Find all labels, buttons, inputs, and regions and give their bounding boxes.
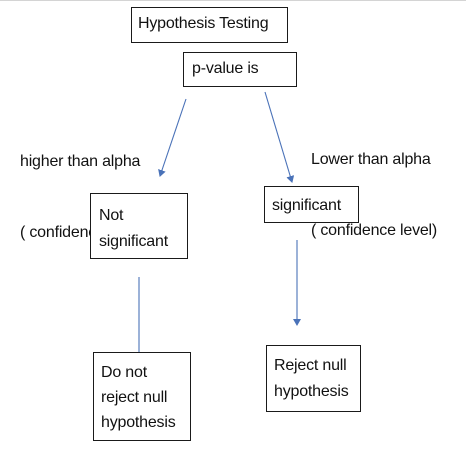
- node-significant-text: significant: [272, 197, 341, 214]
- node-not-significant-line-2: significant: [99, 232, 168, 250]
- node-reject-null-line-2: hypothesis: [274, 382, 349, 400]
- arrow-pvalue-to-significant: [264, 91, 295, 183]
- node-do-not-reject-line-3: hypothesis: [101, 413, 176, 431]
- branch-label-right-line-2: ( confidence level): [311, 222, 438, 240]
- branch-label-right: Lower than alpha ( confidence level): [311, 101, 437, 290]
- node-p-value: p-value is: [183, 52, 297, 87]
- branch-label-right-line-1: Lower than alpha: [311, 151, 431, 169]
- node-significant: significant: [264, 186, 359, 223]
- node-do-not-reject-null: Do not reject null hypothesis: [93, 352, 191, 441]
- node-hypothesis-testing-text: Hypothesis Testing: [138, 15, 269, 32]
- top-divider: [0, 0, 466, 1]
- node-p-value-text: p-value is: [192, 60, 259, 77]
- node-do-not-reject-line-1: Do not: [101, 364, 147, 381]
- node-not-significant-line-1: Not: [99, 207, 124, 224]
- node-reject-null-line-1: Reject null: [274, 357, 347, 374]
- branch-label-left-line-1: higher than alpha: [20, 153, 141, 171]
- arrow-pvalue-to-not-significant: [158, 98, 187, 177]
- node-not-significant: Not significant: [90, 193, 188, 259]
- node-do-not-reject-line-2: reject null: [101, 388, 168, 406]
- node-hypothesis-testing: Hypothesis Testing: [131, 7, 288, 43]
- node-reject-null: Reject null hypothesis: [266, 345, 361, 412]
